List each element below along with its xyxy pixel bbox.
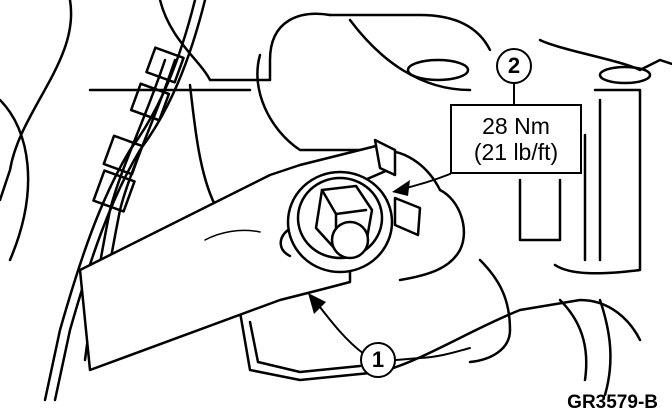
engine-block-outline — [0, 0, 73, 202]
oil-pan-outline — [598, 298, 612, 397]
retaining-bracket — [393, 196, 422, 237]
engine-block-outline — [553, 88, 642, 275]
torque-spec-box: 28 Nm (21 lb/ft) — [450, 104, 582, 174]
callout-1-arrowhead — [308, 293, 326, 314]
cable-clip — [129, 82, 171, 122]
torque-metric: 28 Nm — [482, 112, 550, 139]
retaining-bracket — [204, 229, 261, 241]
bolt-hole — [406, 58, 470, 82]
engine-block-outline — [328, 13, 492, 52]
figure-code: GR3579-B — [567, 392, 658, 413]
engine-block-outline — [518, 178, 562, 242]
retaining-bracket — [373, 138, 397, 177]
callout-1-leader — [395, 347, 471, 361]
oil-pan-outline — [468, 258, 512, 364]
oil-pan-outline — [558, 298, 588, 382]
bolt-hole — [598, 65, 652, 85]
bolt-shank — [330, 220, 370, 260]
callout-number-2: 2 — [496, 48, 532, 84]
engine-block-outline — [0, 98, 30, 262]
engine-block-outline — [398, 188, 466, 282]
engine-block-outline — [158, 0, 332, 82]
bolt-support — [279, 228, 292, 258]
callout-1-leader — [315, 301, 365, 355]
engine-block-outline — [348, 18, 472, 92]
engine-block-outline — [256, 53, 442, 192]
oil-pan-outline — [248, 320, 362, 374]
engine-block-outline — [538, 38, 672, 72]
cable-clip — [145, 46, 185, 84]
callout-number-1: 1 — [360, 342, 396, 378]
torque-imperial: (21 lb/ft) — [473, 139, 559, 165]
callout-2-arrowhead — [392, 180, 410, 196]
cable-clip — [102, 134, 144, 176]
cable-clip — [92, 169, 136, 213]
oil-pan-outline — [198, 298, 642, 382]
engine-block-outline — [188, 83, 217, 207]
